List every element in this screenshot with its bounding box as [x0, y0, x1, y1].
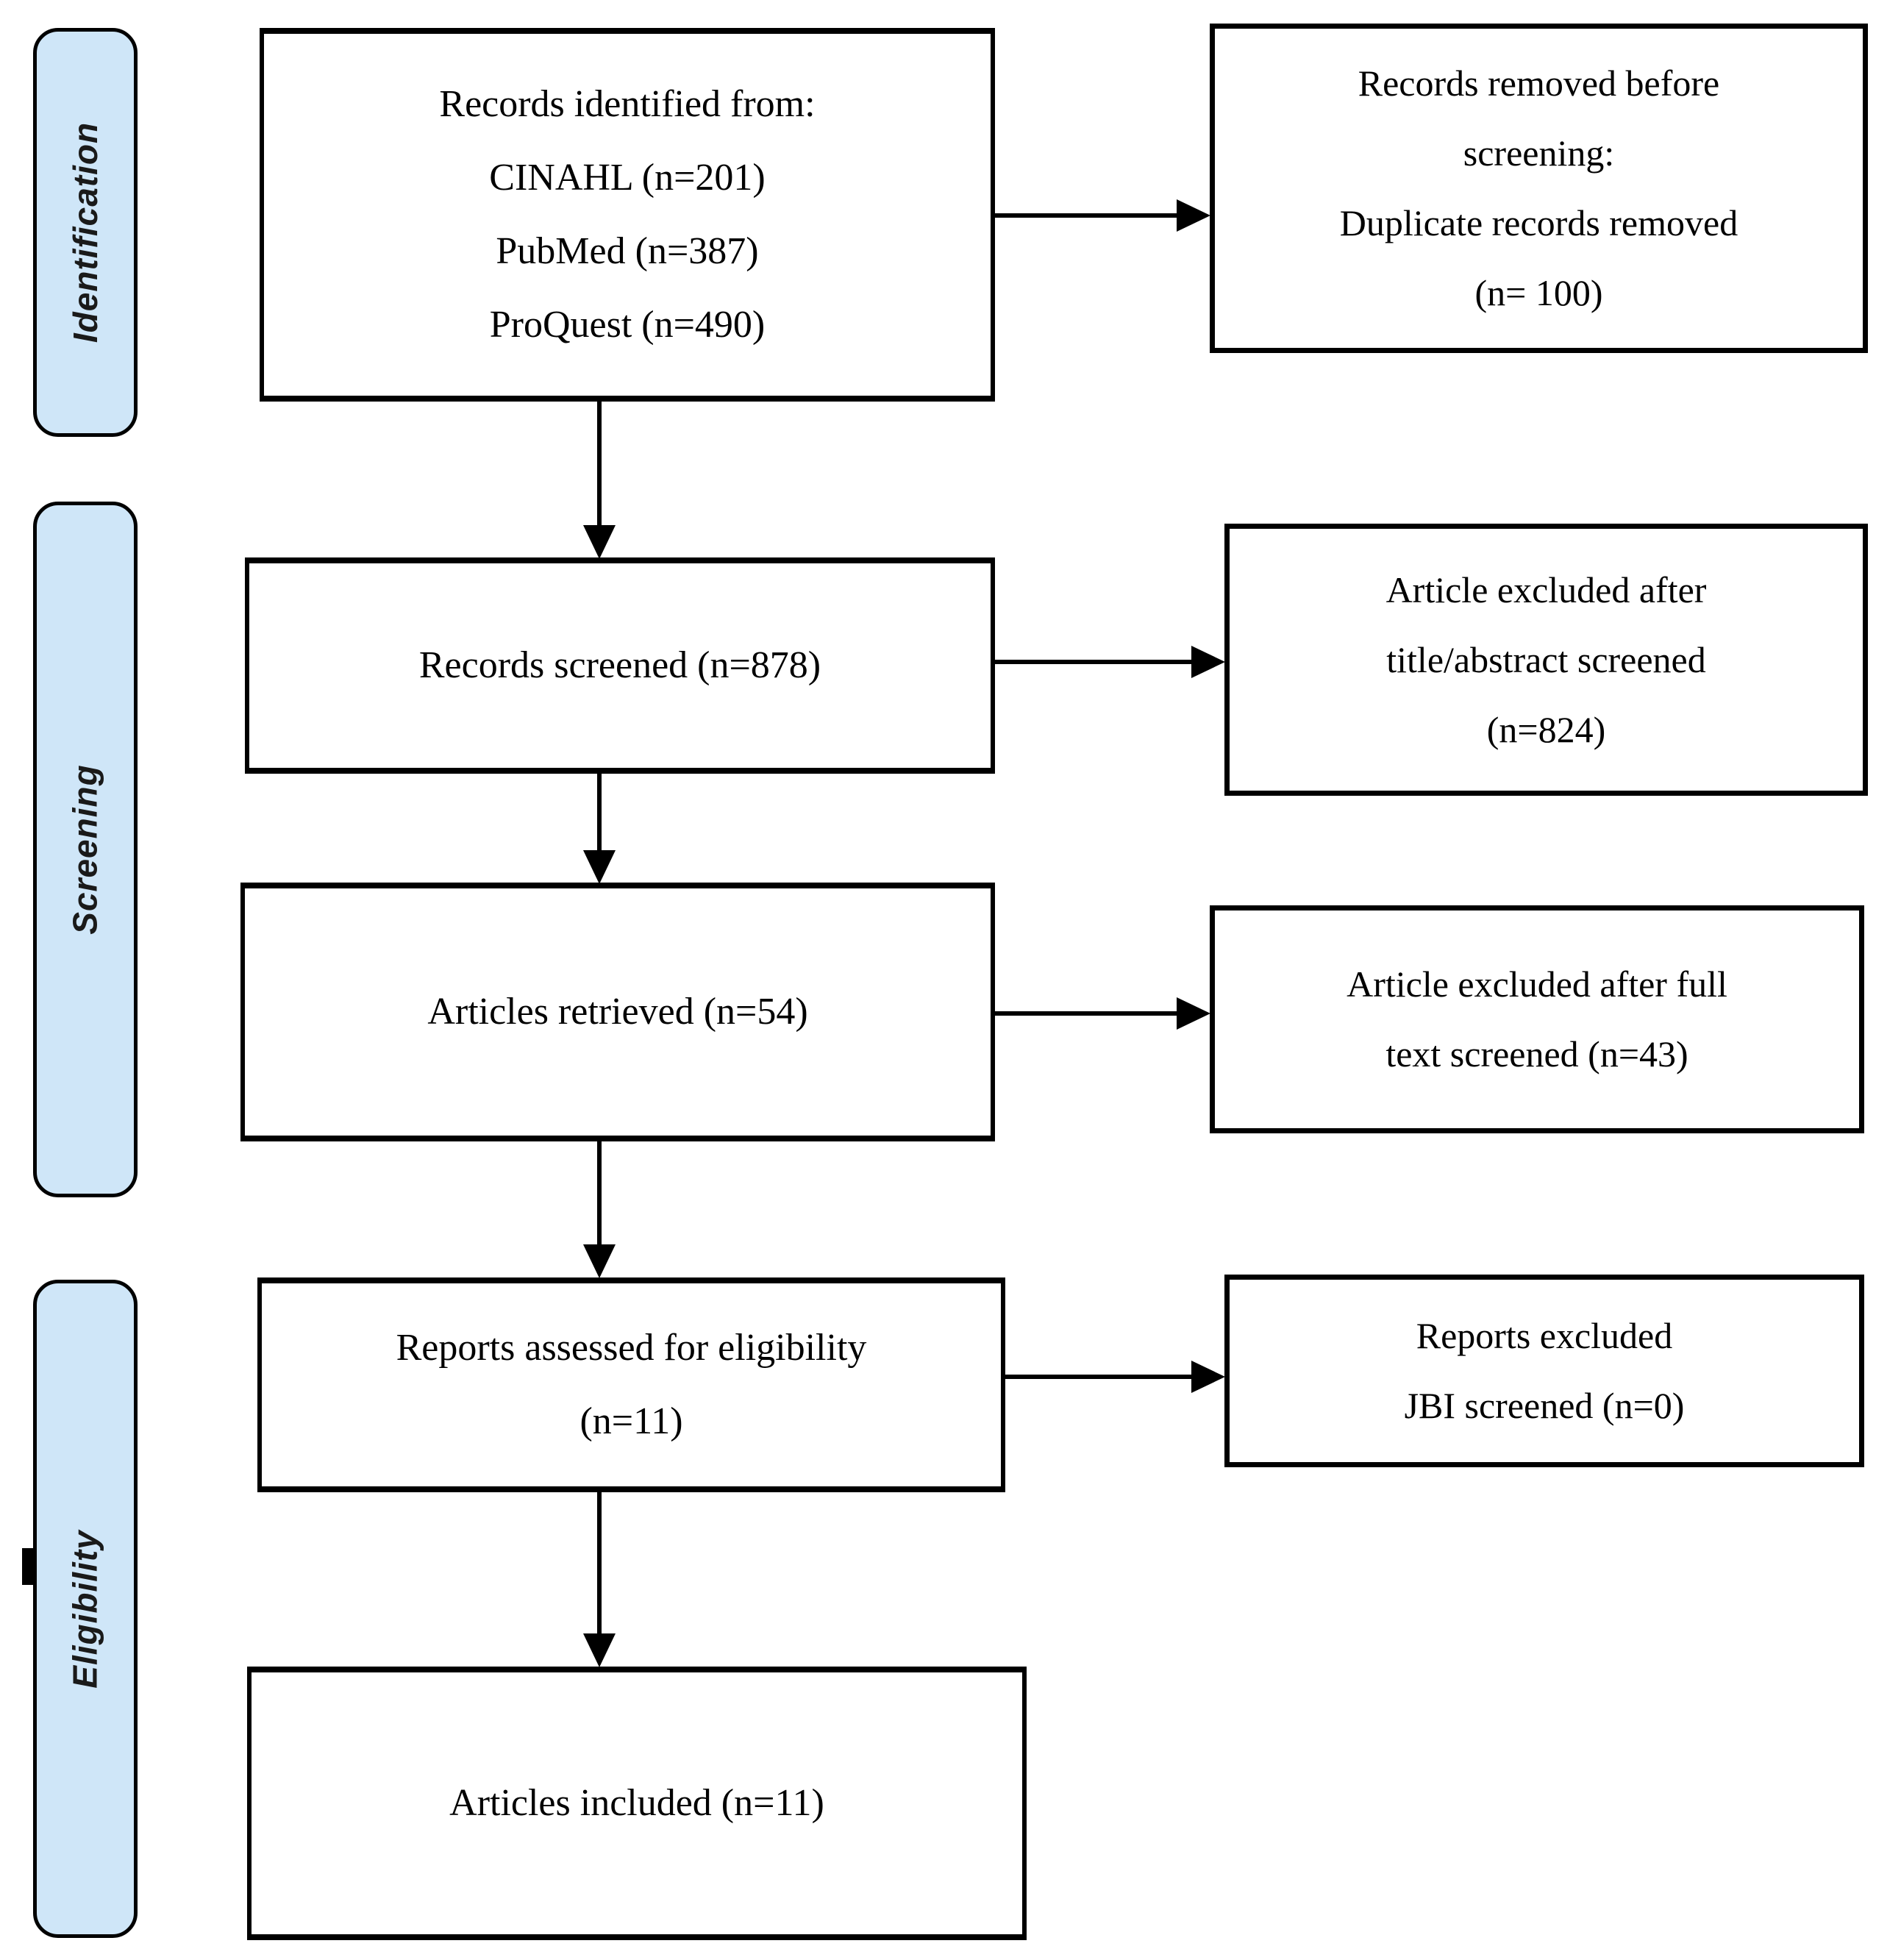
arrow-shaft-assessed-to-included [597, 1492, 602, 1635]
stage-label-identification: Identification [66, 121, 105, 343]
arrowhead-screened-to-retrieved [583, 850, 616, 884]
box-line: Article excluded after full [1347, 963, 1727, 1005]
flow-box-records-identified: Records identified from: CINAHL (n=201) … [260, 28, 995, 402]
box-line: Duplicate records removed [1339, 202, 1738, 243]
flow-box-articles-retrieved: Articles retrieved (n=54) [240, 883, 995, 1141]
flow-box-reports-assessed: Reports assessed for eligibility (n=11) [257, 1277, 1005, 1492]
arrow-shaft-retrieved-to-excluded [995, 1011, 1179, 1016]
flow-box-articles-included: Articles included (n=11) [247, 1667, 1027, 1940]
box-line: Records screened (n=878) [418, 644, 821, 687]
arrowhead-screened-to-excluded [1191, 646, 1225, 678]
arrow-shaft-identified-to-removed [995, 213, 1179, 218]
box-line: screening: [1463, 132, 1615, 174]
stage-pill-screening: Screening [33, 502, 138, 1197]
exclusion-box-records-removed: Records removed before screening: Duplic… [1210, 24, 1868, 353]
box-line: Records removed before [1358, 63, 1720, 104]
stage-pill-identification: Identification [33, 28, 138, 437]
box-line: ProQuest (n=490) [489, 303, 766, 346]
exclusion-box-title-abstract: Article excluded after title/abstract sc… [1224, 524, 1868, 796]
arrow-shaft-retrieved-to-assessed [597, 1141, 602, 1246]
arrowhead-retrieved-to-excluded [1177, 997, 1210, 1030]
arrowhead-identified-to-removed [1177, 199, 1210, 232]
arrow-shaft-assessed-to-excluded [1005, 1375, 1192, 1379]
box-line: (n=824) [1486, 708, 1606, 750]
arrowhead-identified-to-screened [583, 525, 616, 559]
flow-box-records-screened: Records screened (n=878) [245, 557, 995, 774]
stray-mark [22, 1548, 35, 1585]
box-line: Reports assessed for eligibility [396, 1327, 867, 1369]
box-line: (n= 100) [1474, 272, 1603, 313]
exclusion-box-reports-excluded: Reports excluded JBI screened (n=0) [1224, 1275, 1864, 1467]
exclusion-box-full-text: Article excluded after full text screene… [1210, 905, 1864, 1133]
arrow-shaft-identified-to-screened [597, 402, 602, 527]
box-line: title/abstract screened [1386, 638, 1706, 680]
box-line: Records identified from: [439, 83, 816, 126]
stage-label-screening: Screening [66, 764, 105, 935]
arrowhead-assessed-to-excluded [1191, 1361, 1225, 1393]
box-line: PubMed (n=387) [496, 230, 759, 272]
box-line: JBI screened (n=0) [1404, 1385, 1685, 1426]
box-line: Reports excluded [1416, 1315, 1673, 1356]
arrowhead-retrieved-to-assessed [583, 1244, 616, 1278]
stage-label-eligibility: Eligibility [66, 1529, 104, 1689]
box-line: Articles retrieved (n=54) [427, 991, 808, 1033]
arrow-shaft-screened-to-retrieved [597, 774, 602, 852]
box-line: Article excluded after [1385, 569, 1707, 610]
box-line: Articles included (n=11) [449, 1782, 824, 1825]
box-line: (n=11) [579, 1400, 683, 1442]
box-line: text screened (n=43) [1385, 1033, 1688, 1075]
arrowhead-assessed-to-included [583, 1633, 616, 1667]
arrow-shaft-screened-to-excluded [995, 660, 1192, 664]
stage-pill-eligibility: Eligibility [33, 1280, 138, 1938]
box-line: CINAHL (n=201) [489, 157, 766, 199]
